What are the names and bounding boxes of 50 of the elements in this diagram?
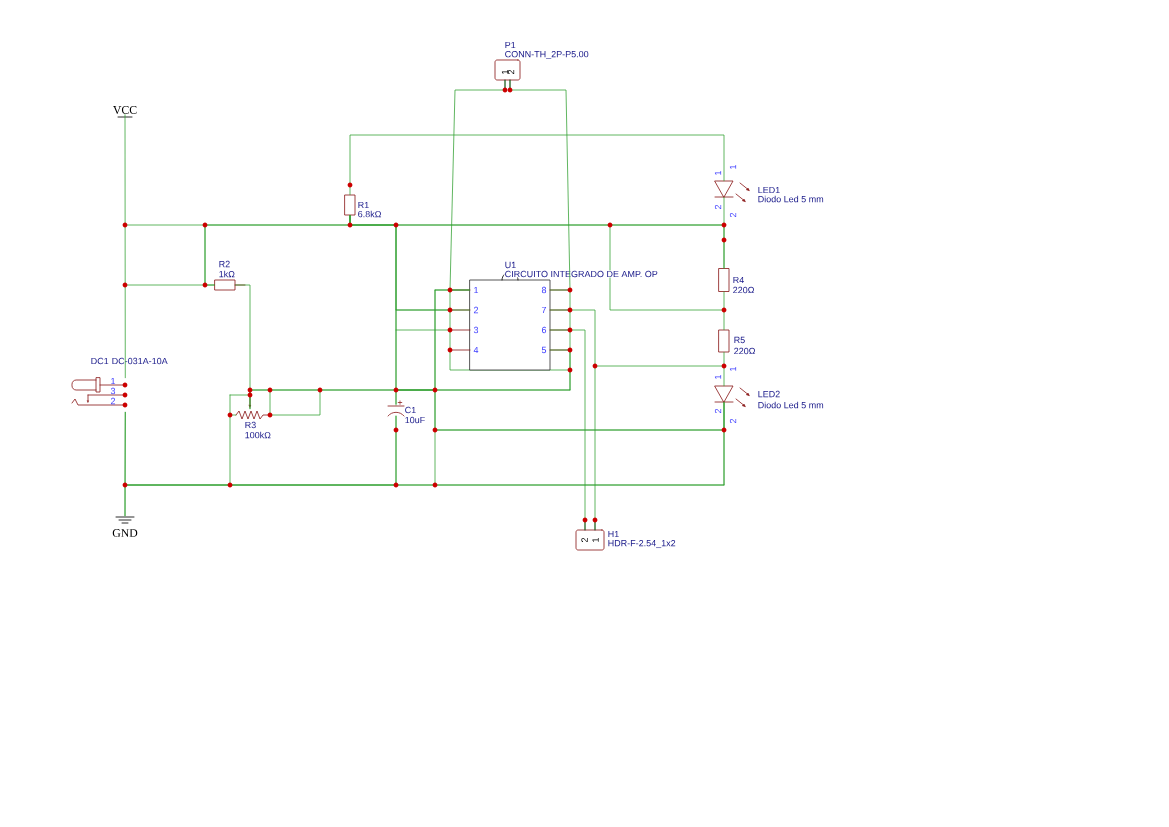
pin-number: +: [397, 400, 403, 405]
wire: [723, 291, 725, 330]
wire: [124, 401, 725, 517]
wire: [249, 349, 571, 410]
pin-number: 1: [714, 374, 722, 379]
wire: [723, 352, 725, 387]
component-label: R5: [734, 336, 745, 344]
component-label: R4: [733, 276, 744, 284]
component-label: CONN-TH_2P-P5.00: [505, 51, 589, 60]
wire: [395, 289, 470, 405]
pin-number: 3: [110, 387, 116, 395]
component-label: P1: [505, 41, 516, 49]
component-label: U1: [504, 261, 517, 269]
component-label: 10uF: [405, 416, 425, 424]
component-label: Diodo Led 5 mm: [758, 401, 824, 409]
wire: [449, 80, 506, 291]
pin-number: 1: [714, 170, 722, 175]
component-label: R3: [245, 421, 256, 429]
pin-number: 1: [729, 366, 737, 371]
pin-number: 2: [110, 397, 116, 405]
wire: [124, 411, 397, 486]
component-label: GND: [112, 529, 138, 537]
component-label: 1kΩ: [219, 270, 235, 278]
wire: [550, 309, 596, 530]
component-label: C1: [405, 406, 416, 414]
component-label: 100kΩ: [245, 431, 271, 439]
component-label: 220Ω: [733, 286, 755, 294]
component-label: H1: [608, 530, 619, 538]
component-label: LED1: [758, 186, 780, 194]
pin-number: 2: [714, 204, 722, 210]
component-label: DC-031A-10A: [112, 357, 168, 365]
wire: [204, 215, 351, 286]
pin-number: 2: [714, 408, 722, 414]
component-label: VCC: [113, 106, 137, 114]
pin-number: 2: [729, 212, 737, 218]
wire: [349, 134, 725, 195]
component-label: 220Ω: [734, 347, 756, 355]
pin-number: 1: [111, 377, 116, 385]
component-label: HDR-F-2.54_1x2: [608, 540, 676, 549]
wire: [550, 329, 586, 530]
component-label: 6.8kΩ: [358, 210, 382, 218]
pin-number: 1: [729, 164, 737, 169]
component-label: R1: [358, 201, 369, 209]
wire: [124, 114, 126, 379]
component-label: Diodo Led 5 mm: [758, 195, 824, 203]
component-label: DC1: [91, 357, 109, 365]
wire: [509, 80, 571, 291]
component-label: LED2: [758, 390, 780, 398]
component-label: R2: [219, 260, 230, 268]
pin-number: 2: [729, 418, 737, 424]
